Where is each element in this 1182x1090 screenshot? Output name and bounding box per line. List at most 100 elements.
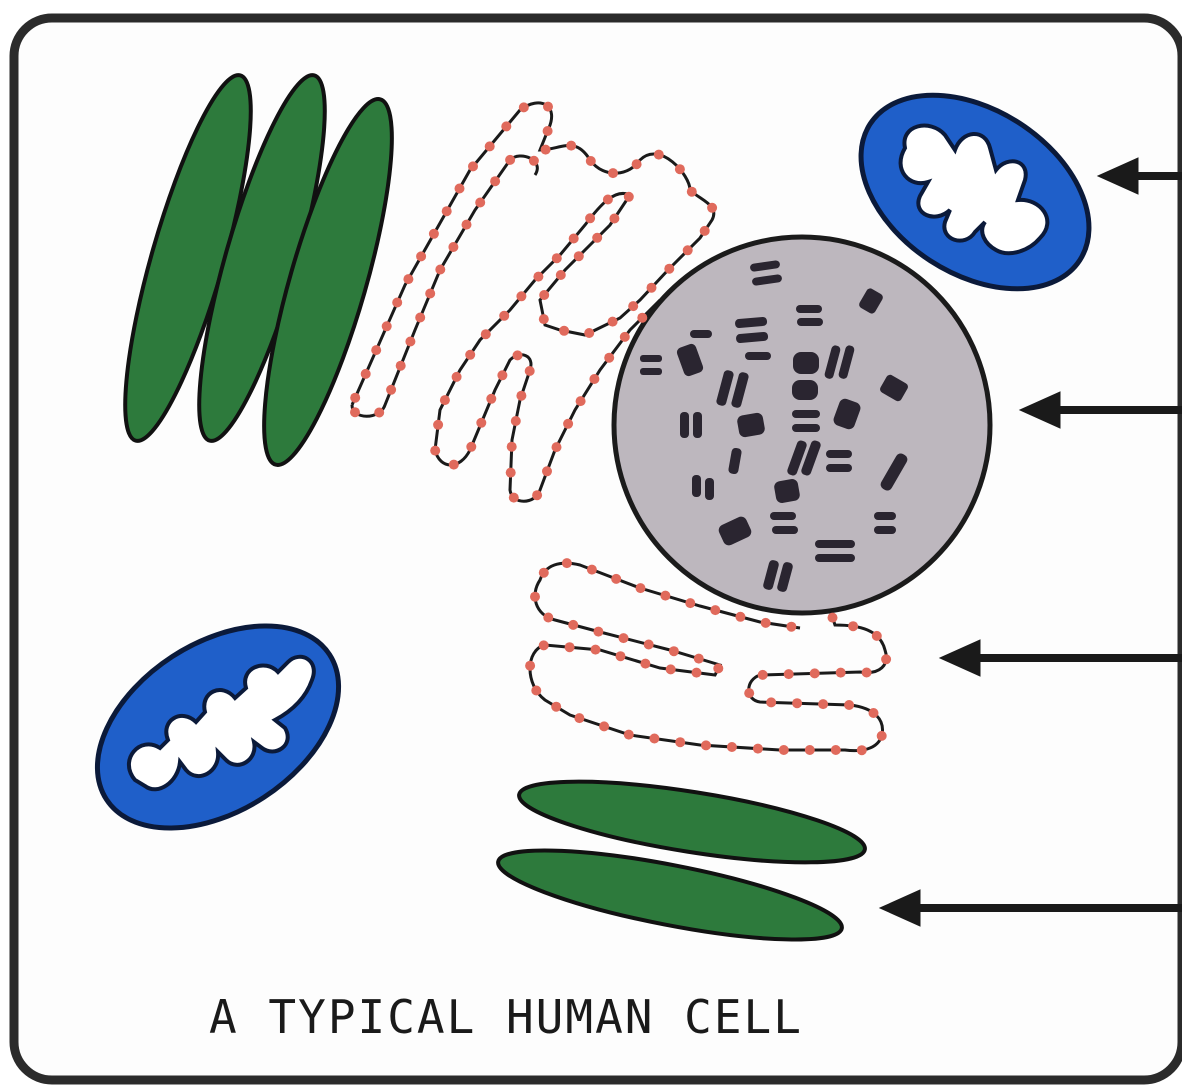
ribosome xyxy=(735,612,745,622)
ribosome xyxy=(531,686,541,696)
ribosome xyxy=(529,156,539,166)
ribosome xyxy=(541,145,551,155)
ribosome xyxy=(761,618,771,628)
chromosome xyxy=(815,540,855,548)
ribosome xyxy=(440,395,450,405)
ribosome xyxy=(576,396,586,406)
ribosome xyxy=(701,740,711,750)
ribosome xyxy=(591,645,601,655)
ribosome xyxy=(707,203,717,213)
ribosome xyxy=(685,598,695,608)
ribosome xyxy=(539,640,549,650)
ribosome xyxy=(542,466,552,476)
ribosome xyxy=(675,737,685,747)
ribosome xyxy=(831,745,841,755)
ribosome xyxy=(435,265,445,275)
ribosome xyxy=(660,591,670,601)
ribosome xyxy=(485,141,495,151)
ribosome xyxy=(692,668,702,678)
ribosome xyxy=(758,670,768,680)
chromosome xyxy=(692,475,701,497)
ribosome xyxy=(466,442,476,452)
ribosome xyxy=(433,420,443,430)
ribosome xyxy=(468,161,478,171)
ribosome xyxy=(374,408,384,418)
ribosome xyxy=(501,121,511,131)
ribosome xyxy=(396,361,406,371)
ribosome xyxy=(857,745,867,755)
ribosome xyxy=(425,289,435,299)
ribosome xyxy=(516,291,526,301)
ribosome xyxy=(516,391,526,401)
chromosome xyxy=(793,352,819,374)
ribosome xyxy=(869,708,879,718)
ribosome xyxy=(511,416,521,426)
ribosome xyxy=(416,251,426,261)
ribosome xyxy=(392,298,402,308)
ribosome xyxy=(636,583,646,593)
ribosome xyxy=(455,184,465,194)
chromosome xyxy=(792,410,820,418)
chromosome xyxy=(640,355,662,362)
ribosome xyxy=(862,668,872,678)
ribosome xyxy=(877,731,887,741)
ribosome xyxy=(669,646,679,656)
ribosome xyxy=(619,633,629,643)
ribosome xyxy=(644,640,654,650)
chromosome xyxy=(874,526,896,534)
ribosome xyxy=(350,407,360,417)
ribosome xyxy=(509,493,519,503)
ribosome xyxy=(568,620,578,630)
ribosome xyxy=(574,713,584,723)
ribosome xyxy=(475,198,485,208)
chromosome xyxy=(797,318,823,326)
ribosome xyxy=(786,622,796,632)
ribosome xyxy=(664,264,674,274)
ribosome xyxy=(481,329,491,339)
chromosome xyxy=(874,512,896,520)
ribosome xyxy=(805,745,815,755)
chromosome xyxy=(690,330,712,338)
ribosome xyxy=(744,688,754,698)
ribosome xyxy=(566,141,576,151)
ribosome xyxy=(551,702,561,712)
chromosome xyxy=(796,305,822,313)
ribosome xyxy=(624,192,634,202)
ribosome xyxy=(430,446,440,456)
ribosome xyxy=(586,156,596,166)
ribosome xyxy=(589,374,599,384)
ribosome xyxy=(543,613,553,623)
ribosome xyxy=(687,187,697,197)
ribosome xyxy=(429,229,439,239)
ribosome xyxy=(442,206,452,216)
ribosome xyxy=(505,155,515,165)
ribosome xyxy=(587,565,597,575)
diagram-caption: A TYPICAL HUMAN CELL xyxy=(0,990,1182,1044)
ribosome xyxy=(700,226,710,236)
ribosome xyxy=(361,369,371,379)
ribosome xyxy=(552,442,562,452)
ribosome xyxy=(525,366,535,376)
chromosome xyxy=(772,526,798,534)
ribosome xyxy=(694,654,704,664)
ribosome xyxy=(654,150,664,160)
chromosome xyxy=(792,424,820,432)
ribosome xyxy=(609,214,619,224)
ribosome xyxy=(836,668,846,678)
ribosome xyxy=(666,664,676,674)
ribosome xyxy=(532,490,542,500)
ribosome xyxy=(574,251,584,261)
ribosome xyxy=(507,442,517,452)
chromosome xyxy=(773,478,800,504)
ribosome xyxy=(713,663,723,673)
ribosome xyxy=(462,220,472,230)
chromosome xyxy=(705,478,714,500)
ribosome xyxy=(506,468,516,478)
ribosome xyxy=(539,290,549,300)
ribosome xyxy=(640,659,650,669)
ribosome xyxy=(584,328,594,338)
ribosome xyxy=(611,574,621,584)
ribosome xyxy=(465,350,475,360)
ribosome xyxy=(565,642,575,652)
